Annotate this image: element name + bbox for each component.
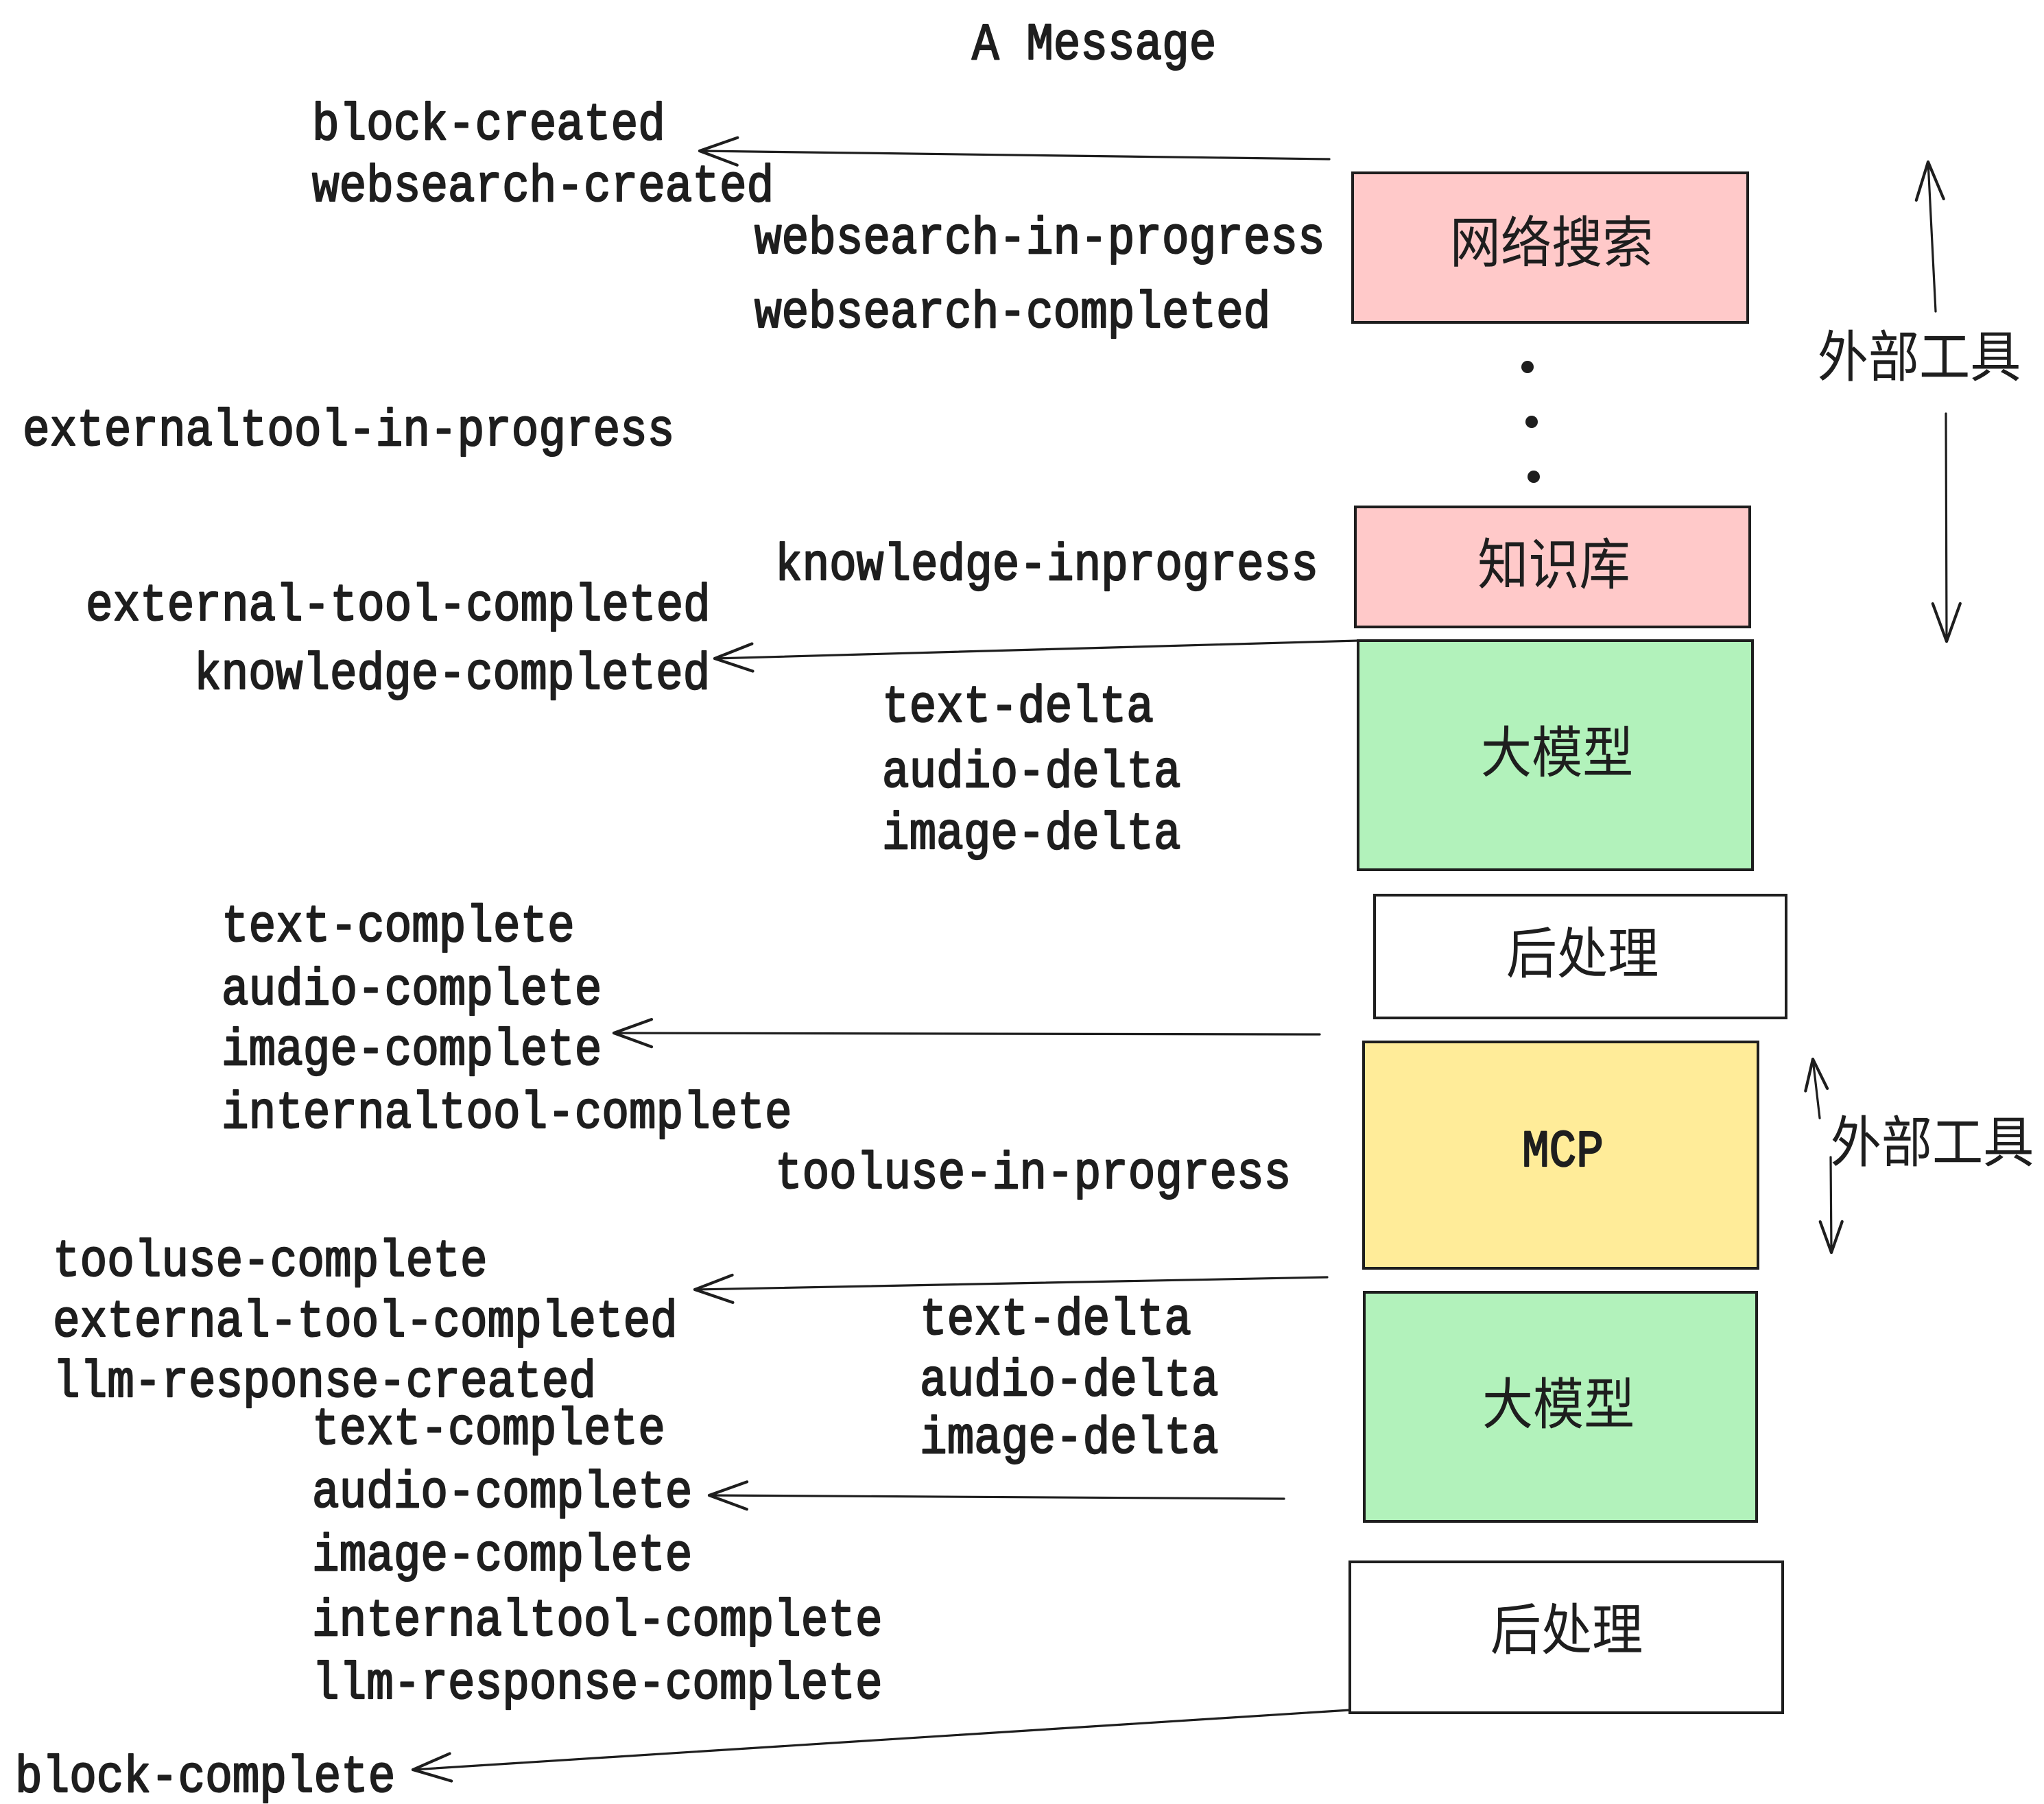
- svg-text:image-complete: image-complete: [222, 1022, 602, 1080]
- svg-text:audio-complete: audio-complete: [222, 962, 602, 1020]
- svg-text:websearch-completed: websearch-completed: [754, 285, 1270, 343]
- svg-text:block-created: block-created: [312, 97, 665, 155]
- svg-text:block-complete: block-complete: [15, 1749, 395, 1804]
- svg-text:tooluse-complete: tooluse-complete: [53, 1233, 488, 1292]
- svg-text:image-delta: image-delta: [920, 1410, 1219, 1469]
- svg-text:external-tool-completed: external-tool-completed: [86, 578, 711, 636]
- svg-text:llm-response-complete: llm-response-complete: [312, 1656, 883, 1714]
- svg-text:audio-delta: audio-delta: [920, 1353, 1219, 1411]
- svg-text:text-delta: text-delta: [920, 1292, 1191, 1350]
- svg-text:knowledge-completed: knowledge-completed: [194, 646, 710, 704]
- svg-text:text-complete: text-complete: [312, 1401, 665, 1460]
- svg-text:MCP: MCP: [1522, 1124, 1604, 1182]
- svg-text:websearch-created: websearch-created: [312, 158, 774, 217]
- svg-text:audio-delta: audio-delta: [882, 744, 1181, 803]
- svg-text:internaltool-complete: internaltool-complete: [312, 1593, 883, 1651]
- svg-text:llm-response-created: llm-response-created: [53, 1354, 596, 1412]
- svg-text:internaltool-complete: internaltool-complete: [222, 1085, 792, 1143]
- svg-text:text-complete: text-complete: [222, 899, 575, 957]
- svg-text:A Message: A Message: [972, 16, 1216, 75]
- svg-text:image-complete: image-complete: [312, 1528, 692, 1586]
- svg-text:external-tool-completed: external-tool-completed: [53, 1294, 678, 1352]
- svg-text:text-delta: text-delta: [882, 679, 1154, 737]
- svg-text:image-delta: image-delta: [882, 806, 1181, 864]
- svg-text:knowledge-inprogress: knowledge-inprogress: [775, 537, 1318, 595]
- svg-text:websearch-in-progress: websearch-in-progress: [754, 211, 1325, 269]
- svg-text:tooluse-in-progress: tooluse-in-progress: [775, 1146, 1291, 1204]
- svg-text:externaltool-in-progress: externaltool-in-progress: [23, 403, 674, 461]
- svg-text:audio-complete: audio-complete: [312, 1464, 692, 1523]
